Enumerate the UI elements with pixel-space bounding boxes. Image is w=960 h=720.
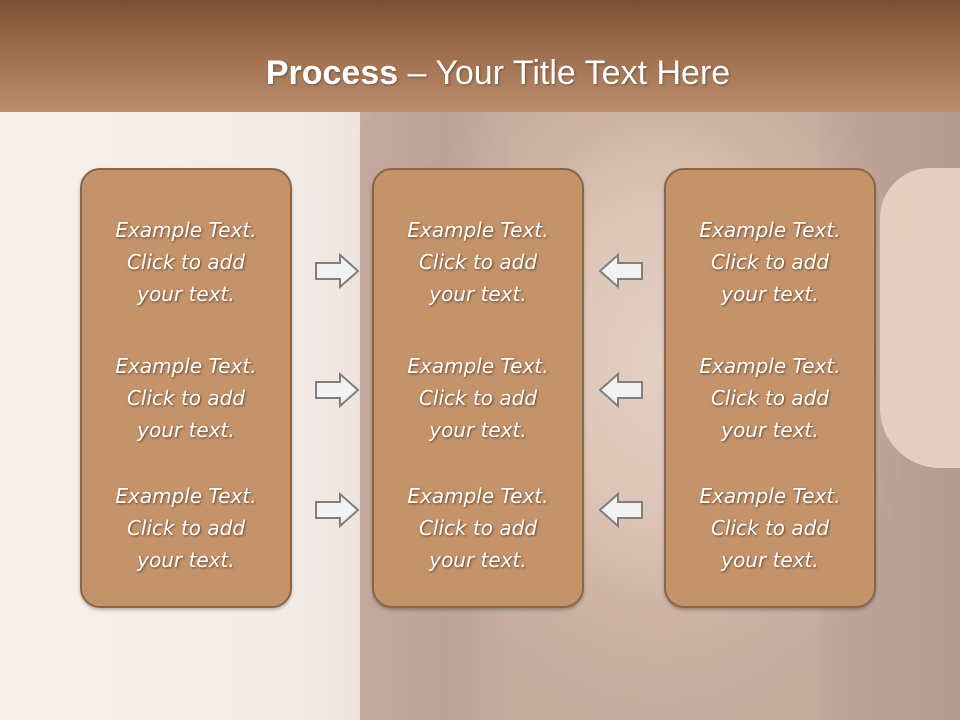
- title-bar: [0, 0, 960, 112]
- title-rest: – Your Title Text Here: [398, 54, 731, 92]
- arrow-left-icon[interactable]: [598, 492, 644, 528]
- arrow-right-icon[interactable]: [314, 372, 360, 408]
- arrow-right-icon[interactable]: [314, 253, 360, 289]
- slide-title[interactable]: Process – Your Title Text Here: [0, 54, 960, 93]
- title-bold: Process: [265, 54, 399, 92]
- arrow-left-icon[interactable]: [598, 372, 644, 408]
- arrow-right-icon[interactable]: [314, 492, 360, 528]
- arrow-left-icon[interactable]: [598, 253, 644, 289]
